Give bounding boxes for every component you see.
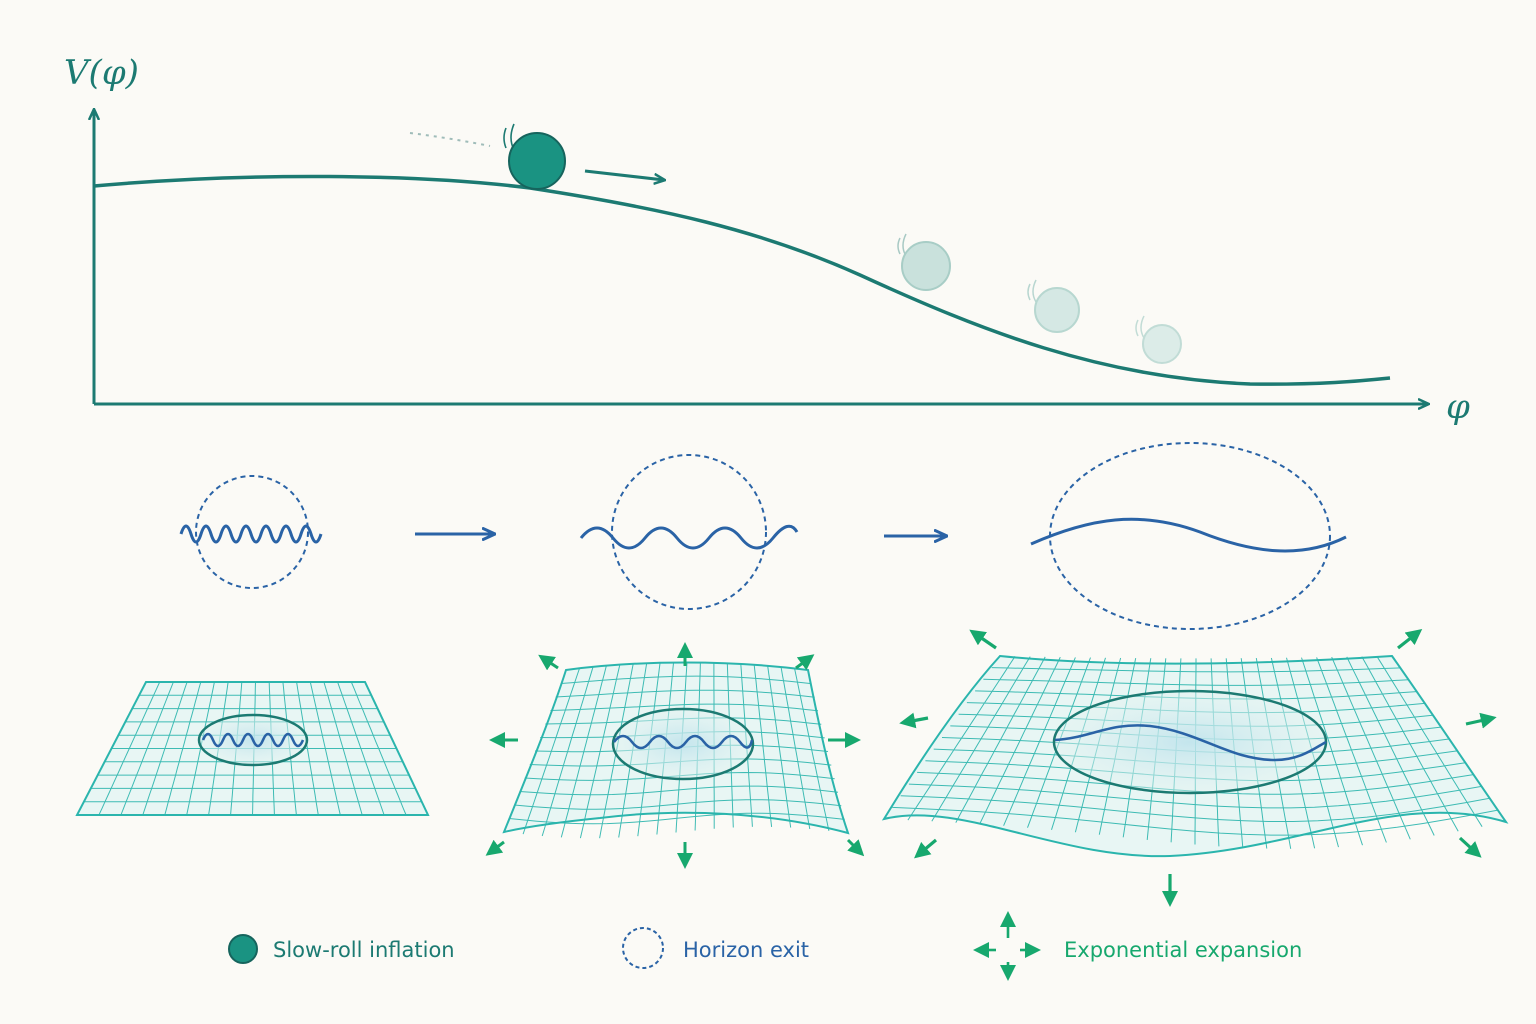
legend-label-slow-roll: Slow-roll inflation — [273, 938, 455, 962]
y-axis-label: V(φ) — [64, 53, 139, 93]
ghost-ball-2 — [1034, 287, 1080, 333]
curved-grid-patch — [502, 661, 850, 839]
grid-line — [900, 795, 1490, 822]
legend-item-expansion: Exponential expansion — [973, 911, 1302, 981]
horizon-exit-sequence — [179, 442, 1347, 630]
grid-line — [991, 667, 1401, 673]
legend-item-horizon-exit: Horizon exit — [622, 927, 809, 969]
legend: Slow-roll inflation Horizon exit Exponen… — [228, 911, 1302, 981]
ghost-ball-1 — [901, 241, 951, 291]
legend-label-expansion: Exponential expansion — [1064, 938, 1302, 962]
patch-wave-2 — [612, 734, 754, 750]
patch-wave-3 — [1054, 724, 1327, 762]
slow-roll-ball — [508, 132, 566, 190]
horizon-circle-2 — [611, 454, 767, 610]
expansion-arrows-right — [899, 628, 1497, 907]
grid-line — [550, 703, 819, 712]
grid-line — [560, 675, 812, 685]
grid-line — [519, 785, 839, 796]
patch-region-3 — [1052, 689, 1328, 795]
grid-line — [892, 806, 1498, 836]
ghost-balls — [897, 233, 1182, 364]
four-way-arrows-icon — [973, 911, 1041, 981]
x-axis-label: φ — [1446, 387, 1470, 427]
grid-line — [509, 812, 845, 825]
flat-grid-patch — [75, 681, 430, 816]
grid-line — [908, 783, 1482, 809]
potential-plot: V(φ) φ — [64, 53, 1470, 427]
wave-3 — [1030, 517, 1347, 553]
wave-2 — [579, 524, 799, 550]
horizon-ellipse-3 — [1049, 442, 1331, 630]
roll-direction-arrow — [584, 169, 664, 180]
grid-line — [514, 799, 842, 810]
legend-item-slow-roll: Slow-roll inflation — [228, 934, 455, 964]
expanded-grid-patch — [881, 654, 1509, 858]
grid-line — [983, 678, 1409, 686]
patch-wave-1 — [201, 732, 305, 748]
horizon-circle-1 — [195, 475, 309, 589]
wave-1 — [179, 524, 323, 544]
filled-teal-circle-icon — [228, 934, 258, 964]
legend-label-horizon-exit: Horizon exit — [683, 938, 809, 962]
dashed-circle-icon — [622, 927, 664, 969]
grid-line — [555, 689, 815, 698]
ball-trail — [409, 132, 491, 147]
potential-curve — [93, 174, 1391, 386]
expansion-arrows-middle — [485, 642, 865, 869]
ghost-ball-3 — [1142, 324, 1182, 364]
